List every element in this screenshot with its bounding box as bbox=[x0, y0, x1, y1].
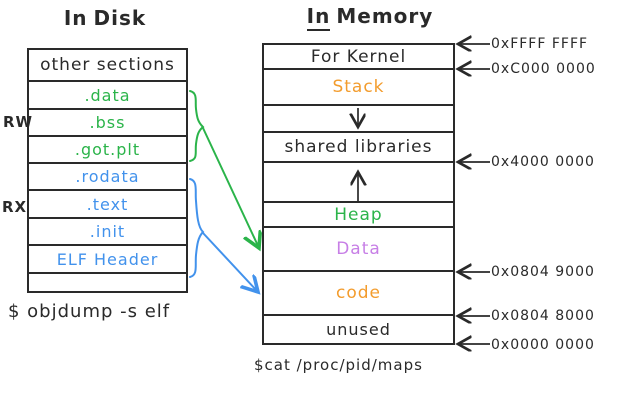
disk-row-label: .bss bbox=[89, 113, 126, 132]
address-label-0804-8000: 0x0804 8000 bbox=[491, 308, 595, 324]
address-label-4000-0000: 0x4000 0000 bbox=[491, 154, 595, 170]
disk-table: other sections .data .bss .got.plt .roda… bbox=[27, 48, 188, 293]
rw-permission-label: RW bbox=[3, 113, 34, 131]
disk-row-elf-header: ELF Header bbox=[29, 246, 186, 274]
memory-row-for-kernel: For Kernel bbox=[264, 45, 453, 70]
disk-row-other-sections: other sections bbox=[29, 50, 186, 82]
disk-row-label: .text bbox=[86, 194, 129, 214]
disk-row-text: .text bbox=[29, 191, 186, 219]
memory-title-in: In bbox=[306, 4, 331, 31]
rw-sections-brace bbox=[189, 90, 205, 162]
memory-title-rest: Memory bbox=[336, 4, 434, 28]
objdump-caption: $ objdump -s elf bbox=[8, 301, 171, 322]
address-label-0000-0000: 0x0000 0000 bbox=[491, 337, 595, 353]
address-label-c000-0000: 0xC000 0000 bbox=[491, 61, 596, 77]
memory-row-label: code bbox=[336, 283, 381, 303]
disk-row-label: .data bbox=[84, 85, 131, 105]
disk-title-in: In bbox=[63, 6, 88, 30]
disk-row-label: other sections bbox=[40, 55, 175, 75]
rw-to-data-arrow-icon bbox=[202, 127, 259, 248]
memory-row-label: Stack bbox=[332, 77, 385, 97]
rx-permission-label: RX bbox=[2, 198, 28, 216]
memory-row-label: Data bbox=[336, 239, 381, 259]
memory-table: For Kernel Stack shared libraries Heap D… bbox=[262, 43, 455, 345]
address-label-ffff-ffff: 0xFFFF FFFF bbox=[491, 36, 589, 52]
disk-row-label: .init bbox=[89, 222, 126, 241]
disk-row-rodata: .rodata bbox=[29, 164, 186, 191]
memory-row-data: Data bbox=[264, 228, 453, 272]
disk-row-label: .rodata bbox=[75, 167, 140, 186]
memory-row-unused: unused bbox=[264, 316, 453, 343]
memory-row-code: code bbox=[264, 272, 453, 316]
memory-row-label: shared libraries bbox=[284, 137, 433, 157]
disk-title-rest: Disk bbox=[93, 6, 147, 30]
proc-maps-caption: $cat /proc/pid/maps bbox=[254, 356, 423, 374]
rx-sections-brace bbox=[189, 178, 205, 278]
disk-row-bss: .bss bbox=[29, 110, 186, 137]
address-label-0804-9000: 0x0804 9000 bbox=[491, 264, 595, 280]
disk-row-got-plt: .got.plt bbox=[29, 137, 186, 164]
memory-row-label: Heap bbox=[334, 204, 383, 225]
disk-row-init: .init bbox=[29, 219, 186, 246]
disk-row-label: ELF Header bbox=[56, 249, 159, 269]
memory-row-stack: Stack bbox=[264, 70, 453, 106]
memory-row-shared-libraries: shared libraries bbox=[264, 133, 453, 163]
memory-row-heap-growth bbox=[264, 163, 453, 203]
disk-row-label: .got.plt bbox=[74, 140, 141, 159]
disk-row-data: .data bbox=[29, 82, 186, 110]
memory-row-label: For Kernel bbox=[310, 46, 407, 67]
memory-row-heap: Heap bbox=[264, 203, 453, 228]
rx-to-code-arrow-icon bbox=[202, 232, 258, 292]
memory-row-label: unused bbox=[326, 320, 391, 339]
disk-row-empty bbox=[29, 274, 186, 291]
memory-row-stack-growth bbox=[264, 106, 453, 133]
